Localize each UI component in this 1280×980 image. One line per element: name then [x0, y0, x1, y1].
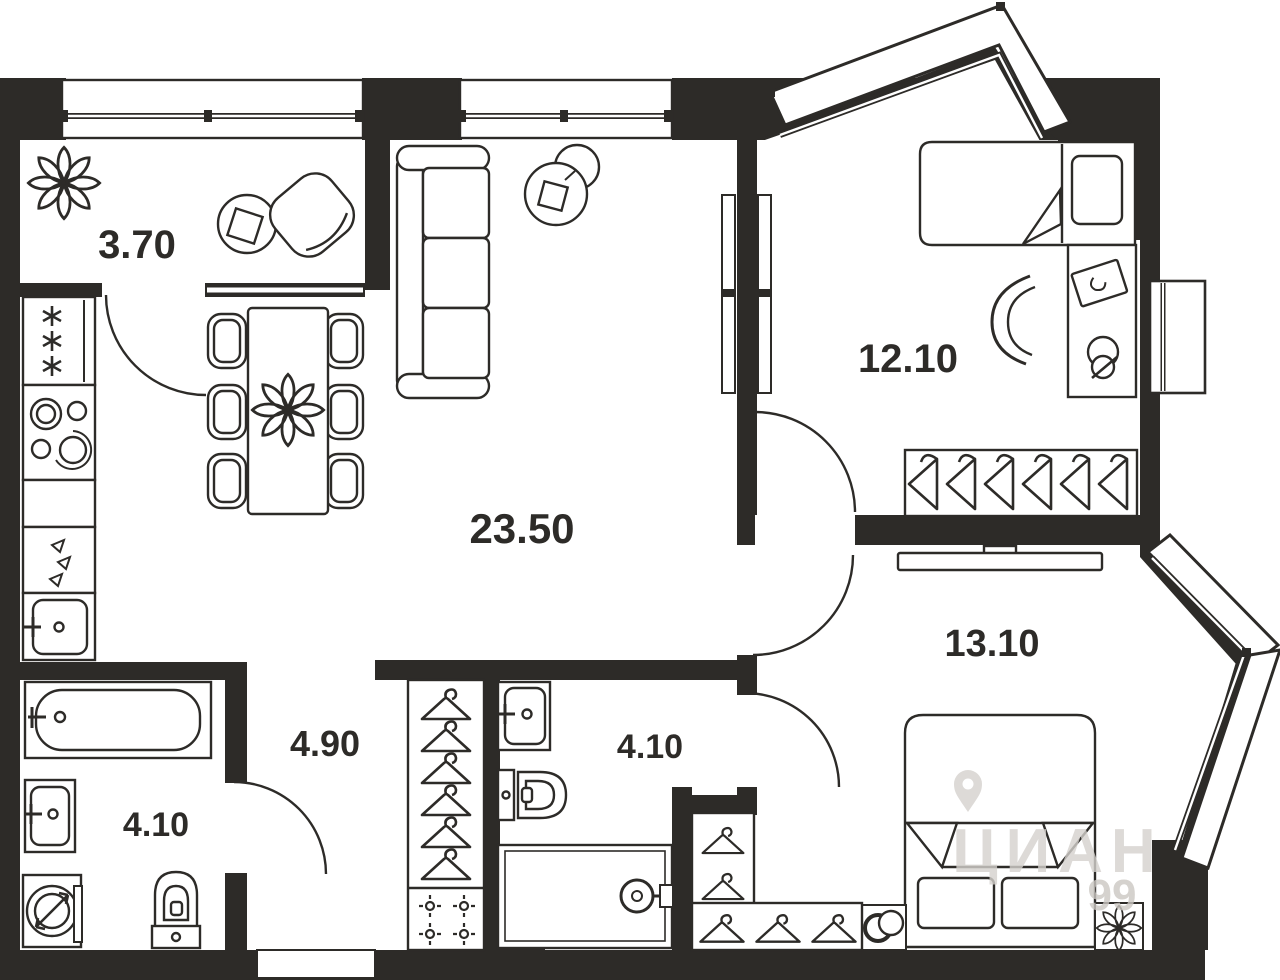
side-table-icon: [216, 193, 278, 255]
toilet-icon: [496, 768, 568, 822]
living-furniture: [206, 143, 601, 516]
laptop-icon: [1070, 258, 1129, 308]
room-label-bathroom-middle: 4.10: [617, 728, 683, 766]
balcony-window-icon: [60, 78, 365, 140]
room-label-hallway: 4.90: [290, 723, 360, 764]
radiator-icon: [1148, 279, 1207, 395]
dining-chair-icon: [206, 452, 248, 510]
door-arc-icon: [104, 294, 207, 397]
desk-chair-icon: [990, 274, 1036, 366]
bathtub-icon: [23, 680, 213, 760]
hallway-furniture: [406, 678, 486, 952]
watermark-brand: ЦИАН: [952, 817, 1163, 886]
dining-chair-icon: [206, 312, 248, 370]
kitchen-sink-icon: [21, 591, 97, 662]
double-bed-icon: [903, 713, 1097, 949]
watermark: ЦИАН 99: [952, 770, 1163, 920]
closet-l-shape: [690, 811, 864, 952]
map-pin-icon: [954, 770, 982, 812]
sofa-icon: [395, 144, 491, 400]
windows: [60, 2, 1280, 870]
balcony-furniture: [26, 145, 356, 258]
door-arc-icon: [744, 691, 841, 788]
decor-table-icon: [523, 143, 601, 227]
kitchen: [21, 295, 97, 662]
rings-icon: [861, 904, 907, 951]
dining-chair-icon: [206, 383, 248, 441]
fridge-icon: [21, 295, 97, 387]
hob-icon: [21, 383, 97, 482]
dining-chair-icon: [323, 452, 365, 510]
entrance-door: [256, 949, 376, 979]
bay-window-top-icon: [766, 2, 1073, 140]
bedroom-top-furniture: [903, 140, 1207, 518]
bedroom-top-bay-pocket: [762, 60, 1040, 141]
bay-window-bottom-icon: [1145, 532, 1280, 870]
tv-console-icon: [896, 544, 1104, 572]
armchair-icon: [268, 172, 356, 258]
room-label-balcony: 3.70: [98, 223, 176, 267]
shower-icon: [496, 843, 679, 950]
counter: [21, 478, 97, 529]
washbasin-icon: [23, 778, 77, 854]
desk-lamp-icon: [1086, 335, 1120, 380]
dining-chair-icon: [323, 312, 365, 370]
washbasin-icon: [496, 680, 552, 752]
desk-icon: [990, 243, 1138, 399]
plant-corner: [1094, 902, 1144, 952]
bedroom-bottom-furniture: [690, 544, 1144, 952]
room-label-living: 23.50: [469, 505, 574, 552]
bed-bench: [1000, 876, 1080, 930]
balcony-french-door-icon: [205, 283, 365, 297]
living-window-icon: [458, 78, 674, 140]
room-label-bathroom-left: 4.10: [123, 806, 189, 844]
toilet-icon: [150, 870, 202, 950]
room-label-bedroom-top: 12.10: [858, 337, 958, 381]
washing-machine-icon: [21, 873, 83, 949]
bathroom-left-fixtures: [21, 680, 213, 950]
doors: [104, 294, 857, 979]
bed-bench: [916, 876, 996, 930]
bathroom-middle-fixtures: [496, 680, 679, 950]
dining-table-icon: [206, 306, 365, 516]
door-arc-icon: [233, 780, 328, 875]
hall-closet: [406, 678, 486, 952]
watermark-code: 99: [1088, 871, 1137, 920]
door-arc-icon: [754, 410, 857, 513]
labels: 3.70 23.50 12.10 13.10 4.90 4.10 4.10: [98, 223, 1039, 844]
glass-partition-icon: [721, 194, 772, 394]
wardrobe-icon: [903, 448, 1139, 518]
room-label-bedroom-bottom: 13.10: [944, 623, 1039, 665]
door-arc-icon: [752, 554, 855, 657]
dining-chair-icon: [323, 383, 365, 441]
dishwasher-icon: [21, 525, 97, 595]
plant-icon: [26, 145, 102, 221]
single-bed-icon: [918, 140, 1137, 247]
